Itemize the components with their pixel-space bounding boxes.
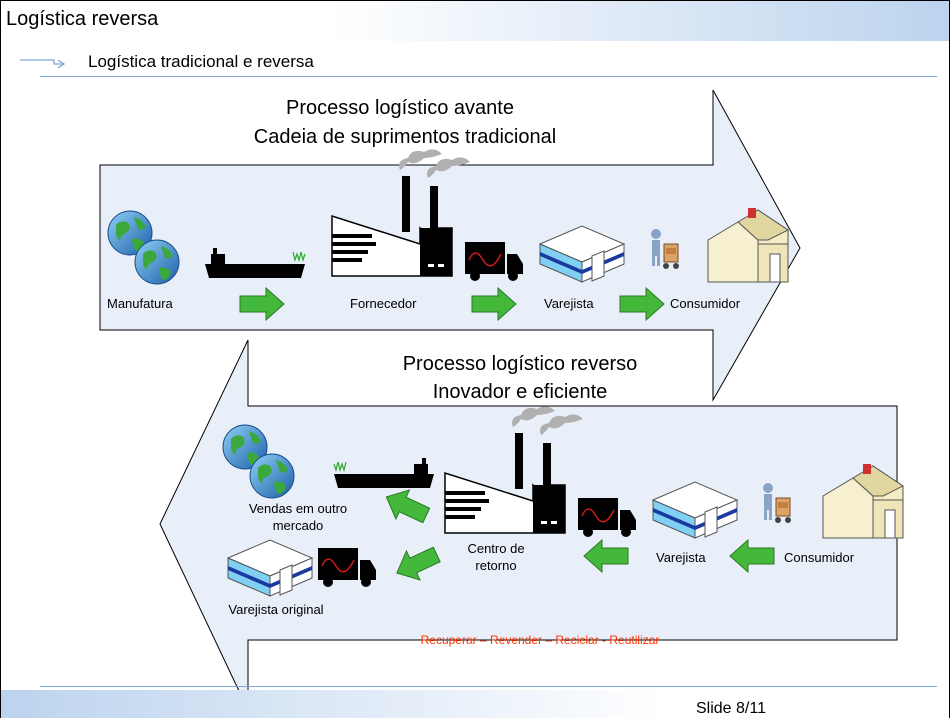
label-manufatura: Manufatura bbox=[107, 296, 174, 311]
slide-number: Slide 8/11 bbox=[696, 700, 766, 717]
forward-heading-line1: Processo logístico avante bbox=[286, 97, 514, 119]
label-consumidor-reverse: Consumidor bbox=[784, 550, 855, 565]
reverse-heading-line2: Inovador e eficiente bbox=[433, 381, 608, 403]
label-consumidor-forward: Consumidor bbox=[670, 296, 741, 311]
footer-rule bbox=[40, 686, 937, 687]
globe-icon bbox=[249, 453, 295, 499]
label-varejista-original: Varejista original bbox=[228, 602, 323, 617]
subtitle-rule bbox=[40, 76, 937, 77]
footer-bar bbox=[1, 690, 949, 718]
label-vendas-line1: Vendas em outro bbox=[249, 501, 347, 516]
sub-arrow-icon bbox=[20, 59, 66, 69]
reverse-heading-line1: Processo logístico reverso bbox=[403, 353, 638, 375]
label-centro-line2: retorno bbox=[475, 558, 516, 573]
label-centro-line1: Centro de bbox=[467, 541, 524, 556]
label-varejista-reverse: Varejista bbox=[656, 550, 706, 565]
label-varejista-forward: Varejista bbox=[544, 296, 594, 311]
slide-subtitle: Logística tradicional e reversa bbox=[88, 52, 314, 71]
label-vendas-line2: mercado bbox=[273, 518, 324, 533]
globe-icon bbox=[134, 239, 180, 285]
slide-title: Logística reversa bbox=[6, 8, 159, 30]
process-tagline: Recuperar – Revender – Reciclar - Reutil… bbox=[421, 633, 660, 647]
label-fornecedor: Fornecedor bbox=[350, 296, 417, 311]
title-bar bbox=[1, 1, 949, 41]
forward-heading-line2: Cadeia de suprimentos tradicional bbox=[254, 126, 556, 148]
